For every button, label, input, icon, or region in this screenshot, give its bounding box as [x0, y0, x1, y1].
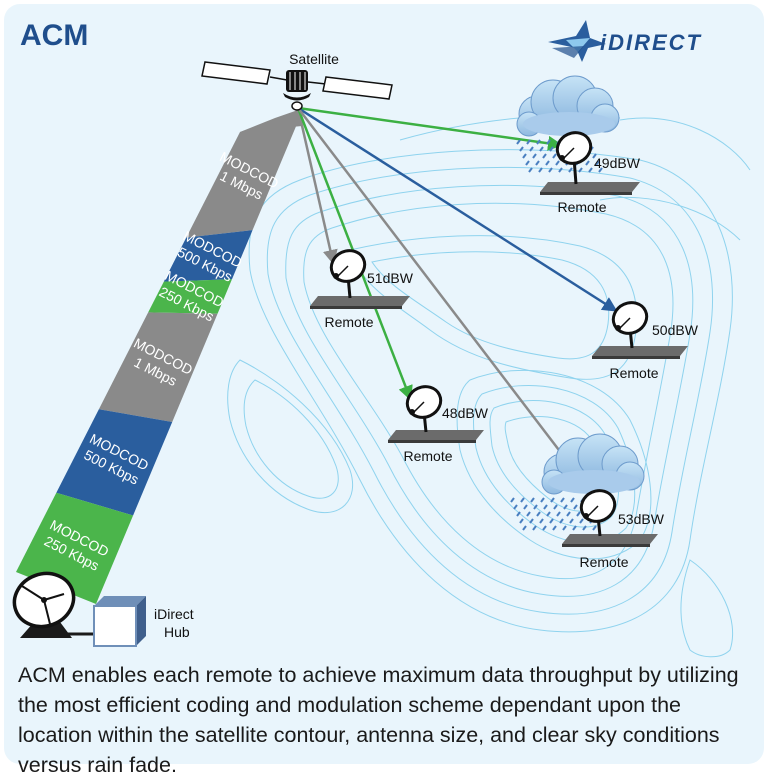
satellite-dish-icon	[405, 385, 443, 433]
link-remote-50dbw	[297, 106, 618, 312]
idirect-logo-star-icon	[548, 20, 606, 62]
remote-label: Remote	[557, 199, 606, 215]
satellite-dish-icon	[555, 131, 593, 185]
remote-terminal-2: 51dBW Remote	[310, 249, 414, 330]
remote-terminal-5: 53dBW Remote	[510, 433, 665, 570]
beam-segment-4	[98, 312, 218, 422]
idirect-hub: iDirect Hub	[12, 571, 194, 647]
hub-dish-icon	[12, 571, 118, 638]
cloud-icon	[541, 433, 645, 495]
satellite-dish-icon	[611, 301, 649, 349]
remote-power-label: 51dBW	[367, 270, 414, 286]
link-remote-51dbw	[296, 107, 338, 265]
idirect-logo-text: iDIRECT	[600, 30, 702, 55]
remote-base-plate	[562, 534, 658, 544]
satellite-dish-icon	[329, 249, 367, 299]
remote-power-label: 53dBW	[618, 511, 665, 527]
remote-base-plate	[592, 346, 688, 356]
remote-power-label: 49dBW	[594, 155, 641, 171]
beam-segment-2	[163, 230, 253, 282]
beam-segment-5	[56, 409, 173, 516]
hub-label-line2: Hub	[164, 624, 190, 640]
remote-base-plate	[388, 430, 484, 440]
hub-building-icon	[93, 596, 146, 647]
remote-base-plate	[540, 182, 640, 192]
remote-label: Remote	[403, 448, 452, 464]
caption: ACM enables each remote to achieve maxim…	[18, 663, 739, 777]
satellite-icon	[201, 61, 393, 111]
remote-base-plate	[310, 296, 410, 306]
beam-top-cap	[240, 110, 302, 132]
idirect-logo: iDIRECT	[548, 20, 702, 62]
beam-segment-1	[186, 112, 302, 238]
remote-label: Remote	[609, 365, 658, 381]
remote-label: Remote	[579, 554, 628, 570]
remote-terminals: 49dBW Remote 51dBW Remote 48dBW Remote 50dBW Re…	[310, 75, 699, 570]
remote-label: Remote	[324, 314, 373, 330]
beam-segment-3	[148, 279, 232, 314]
satellite-contours	[227, 114, 751, 658]
page-title: ACM	[20, 19, 88, 52]
satellite: Satellite	[201, 51, 393, 111]
remote-terminal-4: 50dBW Remote	[592, 301, 699, 381]
remote-power-label: 50dBW	[652, 322, 699, 338]
cloud-icon	[516, 75, 620, 137]
remote-power-label: 48dBW	[442, 405, 489, 421]
remote-terminal-1: 49dBW Remote	[516, 75, 641, 215]
link-remote-53dbw	[297, 107, 596, 499]
hub-label-line1: iDirect	[154, 606, 194, 622]
remote-terminal-3: 48dBW Remote	[388, 385, 489, 464]
link-remote-49dbw	[297, 106, 563, 151]
satellite-dish-icon	[579, 489, 617, 537]
satellite-label: Satellite	[289, 51, 339, 67]
